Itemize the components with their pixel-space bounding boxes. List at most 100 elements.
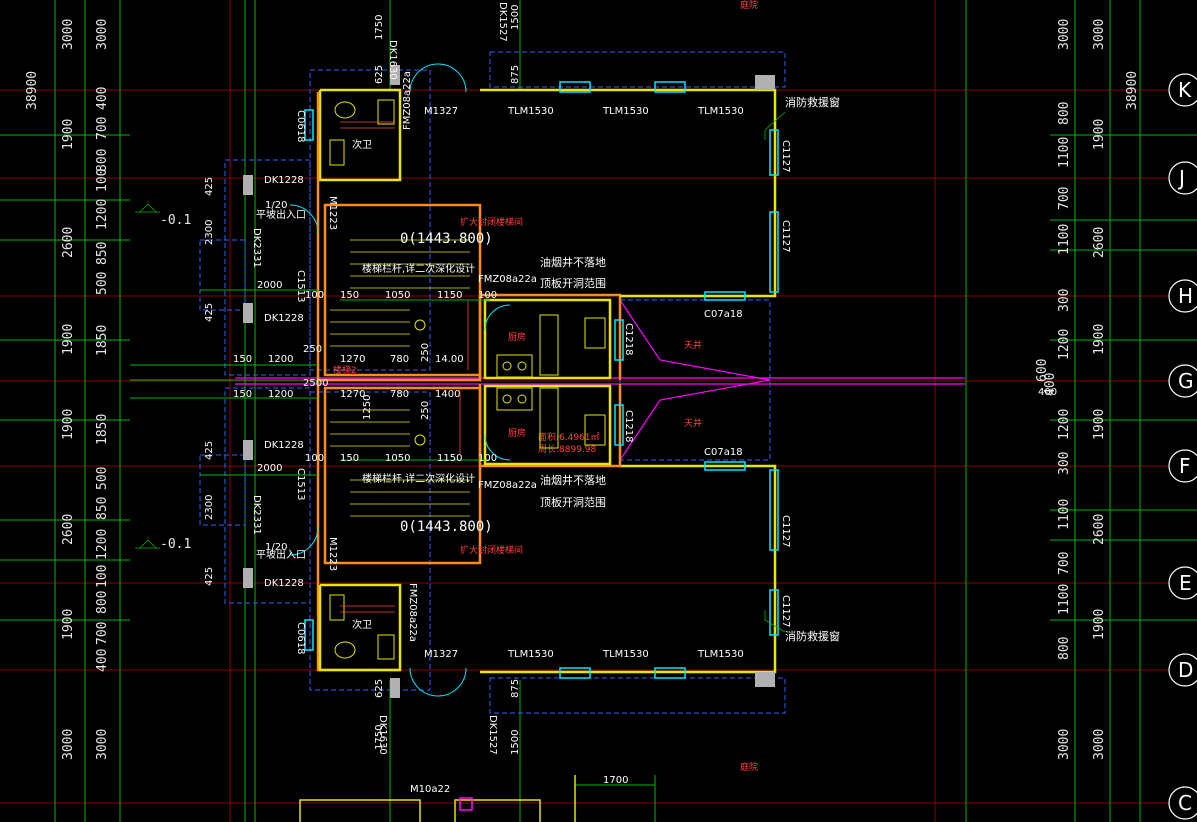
dim-1050-bot: 1050 xyxy=(385,453,410,464)
tag-fm-vert-top: FMZ08a22a xyxy=(402,71,413,130)
label-kitchen-top: 厨房 xyxy=(508,331,526,343)
dim-left-inner-14: 100 xyxy=(95,565,110,588)
dim-425-1: 425 xyxy=(204,177,215,196)
top-dims: 1750 625 1500 875 DK1630 DK1527 1750 625… xyxy=(374,2,628,786)
tag-m1327-bot: M1327 xyxy=(424,649,458,660)
dim-top-1500: 1500 xyxy=(510,5,521,30)
tag-dk1228-4: DK1228 xyxy=(264,578,304,589)
dim-right-outer-2: 1900 xyxy=(1092,119,1107,150)
axis-label-k: K xyxy=(1178,78,1192,102)
doors xyxy=(289,63,511,697)
dim-left-inner-9: 1850 xyxy=(95,325,110,356)
dim-right-inner-9: 1200 xyxy=(1057,409,1072,440)
label-neg01-bot: -0.1 xyxy=(160,537,191,552)
dim-425-4: 425 xyxy=(204,567,215,586)
dim-right-inner-15: 3000 xyxy=(1057,729,1072,760)
tag-c07a18-bot: C07a18 xyxy=(704,447,743,458)
dim-right-outer-1: 3000 xyxy=(1092,19,1107,50)
tag-tlm-top-3: TLM1530 xyxy=(697,106,744,117)
tag-m1327-top: M1327 xyxy=(424,106,458,117)
dim-right-inner-3: 1100 xyxy=(1057,137,1072,168)
label-skylight-top: 天井 xyxy=(684,339,702,351)
dim-right-inner-6: 300 xyxy=(1057,289,1072,312)
stair-treads xyxy=(330,239,470,517)
label-kitchen-bot: 厨房 xyxy=(508,427,526,439)
dim-left-inner-10: 1850 xyxy=(95,414,110,445)
tag-tlm-top-1: TLM1530 xyxy=(507,106,554,117)
tag-dk1228-3: DK1228 xyxy=(264,440,304,451)
tag-dk2331-bot: DK2331 xyxy=(251,495,262,535)
dim-top-625: 625 xyxy=(374,65,385,84)
tag-c1513-bot: C1513 xyxy=(295,468,306,500)
dim-top-1750: 1750 xyxy=(374,15,385,40)
axis-label-j: J xyxy=(1177,166,1185,190)
dim-right-inner-4: 700 xyxy=(1057,187,1072,210)
label-fire-rescue-top: 消防救援窗 xyxy=(785,95,840,109)
dim-250: 250 xyxy=(303,344,322,355)
tag-dk1630-bot: DK1630 xyxy=(377,715,388,755)
label-toilet-top: 次卫 xyxy=(352,138,372,151)
dim-right-inner-10: 300 xyxy=(1057,452,1072,475)
dim-right-inner-12: 700 xyxy=(1057,552,1072,575)
tag-m10a22: M10a22 xyxy=(410,784,450,795)
label-stair-up: 楼梯2 xyxy=(333,364,357,376)
label-perim: 周长:8899.98 xyxy=(538,443,597,455)
tag-c0618-top: C0618 xyxy=(295,110,306,142)
label-slope-top: 1/20 xyxy=(265,200,287,211)
label-stair-note-bot: 楼梯栏杆,详二次深化设计 xyxy=(362,472,475,485)
label-fire-rescue-bot: 消防救援窗 xyxy=(785,629,840,643)
dim-left-inner-15: 800 xyxy=(95,591,110,614)
dim-100-top: 100 xyxy=(305,290,324,301)
dim-left-inner-7: 850 xyxy=(95,242,110,265)
dim-1200-top: 1200 xyxy=(268,354,293,365)
windows xyxy=(304,81,779,679)
dim-left-outer-4: 1900 xyxy=(61,324,76,355)
dim-150b-top: 150 xyxy=(340,290,359,301)
tag-fmz-bot: FMZ08a22a xyxy=(478,480,537,491)
dim-1050-top: 1050 xyxy=(385,290,410,301)
dim-right-outer-8: 3000 xyxy=(1092,729,1107,760)
dim-100b-top: 100 xyxy=(478,290,497,301)
dim-right-outer-5: 1900 xyxy=(1092,409,1107,440)
dim-425-2: 425 xyxy=(204,303,215,322)
label-enlarged-bot: 扩大封闭楼梯间 xyxy=(460,544,523,556)
dim-150b-bot: 150 xyxy=(340,453,359,464)
label-skylight-bot: 天井 xyxy=(684,417,702,429)
tag-dk1630-top: DK1630 xyxy=(387,40,398,80)
dim-left-outer-2: 1900 xyxy=(61,119,76,150)
dim-right-inner-2: 800 xyxy=(1057,102,1072,125)
dim-left-inner-8: 500 xyxy=(95,272,110,295)
dim-2000-top: 2000 xyxy=(257,280,282,291)
dim-right-inner-8: 400 xyxy=(1043,373,1058,396)
tag-c1513-top: C1513 xyxy=(295,270,306,302)
red-callouts xyxy=(340,121,469,613)
interior-dims: 2300 2300 2000 2000 425 425 425 425 150 … xyxy=(204,177,1057,586)
axis-label-e: E xyxy=(1179,571,1192,595)
dim-250b-bot: 250 xyxy=(420,401,431,420)
axis-label-g: G xyxy=(1178,369,1194,393)
label-neg01-top: -0.1 xyxy=(160,213,191,228)
dim-1270-bot: 1270 xyxy=(340,389,365,400)
axis-label-c: C xyxy=(1178,791,1192,815)
dim-2300-bot: 2300 xyxy=(204,495,215,520)
dim-left-inner-4: 800 xyxy=(95,149,110,172)
dim-total-left: 38900 xyxy=(25,71,40,110)
dim-150-bot: 150 xyxy=(233,389,252,400)
tags: M1327 M1327 TLM1530 TLM1530 TLM1530 TLM1… xyxy=(251,71,791,795)
dim-250b-top: 250 xyxy=(420,343,431,362)
dim-left-inner-6: 1200 xyxy=(95,199,110,230)
label-garden-bot: 庭院 xyxy=(740,761,758,773)
tag-dk1527-bot: DK1527 xyxy=(487,715,498,755)
dim-left-inner-17: 400 xyxy=(95,649,110,672)
dim-1150-top: 1150 xyxy=(437,290,462,301)
dim-780-bot: 780 xyxy=(390,389,409,400)
dim-780-top: 780 xyxy=(390,354,409,365)
label-entry-bot: 平坡出入口 xyxy=(256,548,306,561)
dim-425-3: 425 xyxy=(204,441,215,460)
tag-fmz-top: FMZ08a22a xyxy=(478,274,537,285)
tag-m1223-top: M1223 xyxy=(327,196,338,230)
label-slope-bot: 1/20 xyxy=(265,542,287,553)
dashed-outlines xyxy=(199,51,786,714)
label-garden-top: 庭院 xyxy=(740,0,758,11)
